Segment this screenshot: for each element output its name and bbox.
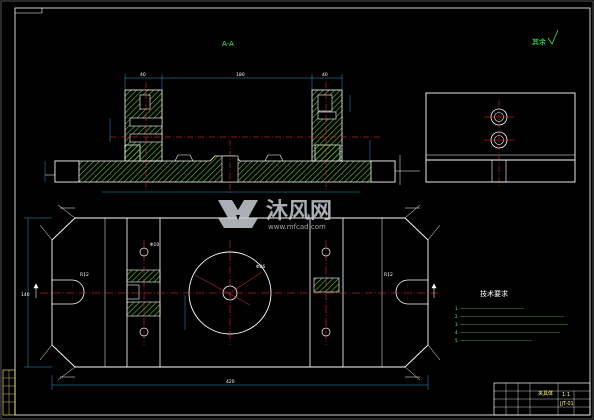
plan-right-strip: [309, 217, 344, 368]
edge-strip-lines: [3, 370, 15, 415]
plan-center-leader: [194, 274, 251, 306]
title-block-code: JJT-01: [559, 401, 574, 407]
side-base: [425, 159, 576, 183]
plan-outline: [51, 217, 429, 368]
dim-center-dia: Φ86: [256, 264, 265, 270]
tech-requirements: 技术要求 1. ———————————————— 2. ————————————…: [455, 289, 568, 343]
watermark: 沐风网 www.mfcad.com: [218, 199, 332, 231]
tech-req-line-1: 1. ————————————————: [455, 306, 524, 311]
watermark-logo-icon: [218, 200, 258, 228]
front-right-lug: [370, 160, 396, 183]
plan-right-insert: [313, 277, 340, 293]
dim-top-width: 180: [236, 72, 245, 78]
roughness-symbol: [547, 29, 559, 45]
front-right-bore: [317, 111, 337, 120]
plan-corner-dims: [39, 204, 441, 381]
side-body: [425, 92, 576, 161]
tech-req-line-2: 2. ——————————————————————————: [455, 314, 564, 319]
section-arrows: [33, 283, 437, 298]
plan-right-u-slot: [395, 279, 428, 305]
dim-hole: Φ10: [150, 242, 159, 248]
plan-left-strip: [126, 217, 161, 368]
plan-view: 420 140 R12 R12 Φ10 Φ86: [21, 204, 441, 390]
side-view: [425, 92, 576, 188]
tech-req-line-4: 4. —————————————————————————: [455, 330, 560, 335]
dim-plan-height: 140: [21, 292, 30, 298]
plan-left-insert-2: [126, 301, 161, 317]
tech-req-title: 技术要求: [480, 289, 508, 298]
dim-top-left: 40: [140, 72, 146, 78]
dim-plan-width: 420: [226, 379, 235, 385]
title-block: 夹具体 JJT-01 1:1: [493, 382, 591, 416]
title-block-name: 夹具体: [538, 390, 553, 397]
front-top-notch-right: [264, 154, 284, 162]
tech-req-line-3: 3. ———————————————————————————: [455, 322, 568, 327]
view-label-front: A-A: [222, 40, 234, 48]
title-block-grid: [494, 383, 590, 415]
title-block-scale: 1:1: [562, 392, 570, 398]
dim-radius-right: R12: [384, 272, 393, 278]
inner-frame: [14, 7, 591, 416]
dim-radius-left: R12: [80, 272, 89, 278]
plan-left-pocket: [126, 284, 140, 300]
front-view: 180 40 40: [44, 72, 420, 195]
watermark-url: www.mfcad.com: [268, 223, 326, 231]
corner-roughness-label: 其余: [532, 37, 546, 46]
plan-center-radius: [229, 271, 263, 294]
plan-dimensions: [24, 217, 429, 390]
front-dimensions: [44, 74, 371, 193]
plan-left-insert: [126, 269, 161, 283]
front-top-notch-left: [174, 154, 194, 162]
front-leaders: [45, 155, 420, 185]
plan-left-u-slot: [52, 279, 85, 305]
front-left-lug: [54, 160, 80, 183]
tech-req-line-5: 5. ——————————————————: [455, 338, 532, 343]
side-center-slot: [491, 159, 507, 183]
watermark-brand: 沐风网: [266, 199, 332, 224]
dim-top-right: 40: [322, 72, 328, 78]
front-right-slot: [317, 94, 333, 112]
front-left-slot: [139, 94, 151, 110]
